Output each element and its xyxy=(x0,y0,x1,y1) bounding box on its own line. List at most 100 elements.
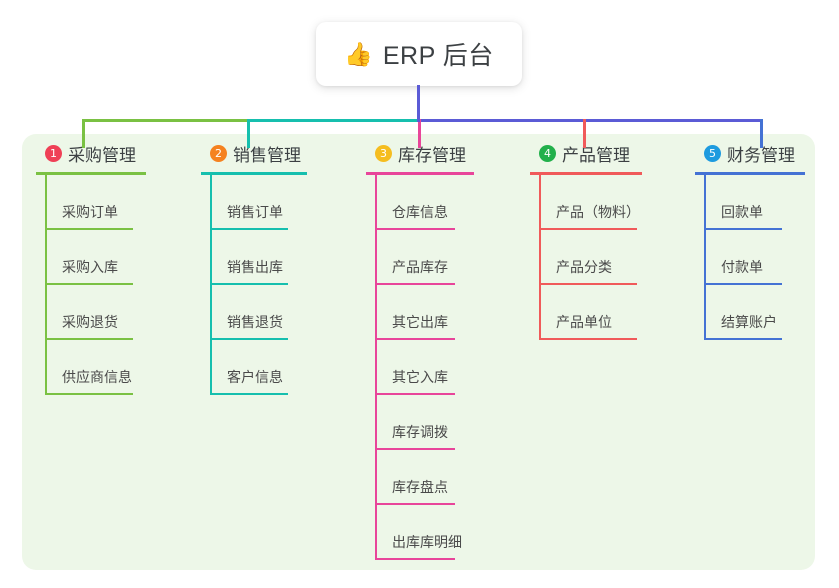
leaf-label: 销售出库 xyxy=(227,259,283,275)
branch-spine xyxy=(704,175,706,340)
branch-drop-1 xyxy=(82,119,85,148)
leaf-node[interactable]: 客户信息 xyxy=(201,340,319,395)
leaf-label: 库存调拨 xyxy=(392,424,448,440)
leaf-rule xyxy=(210,338,288,340)
leaf-label: 供应商信息 xyxy=(62,369,132,385)
leaf-rule xyxy=(704,283,782,285)
leaf-rule xyxy=(45,283,133,285)
branch-rule xyxy=(366,172,474,175)
branch-spine xyxy=(210,175,212,395)
leaf-label: 其它出库 xyxy=(392,314,448,330)
leaf-rule xyxy=(539,338,637,340)
leaf-node[interactable]: 销售出库 xyxy=(201,230,319,285)
branch-rule xyxy=(695,172,805,175)
branch-rule xyxy=(201,172,307,175)
leaf-rule xyxy=(539,283,637,285)
branch-column-2: 2 销售管理销售订单销售出库销售退货客户信息 xyxy=(201,140,319,395)
leaf-label: 出库库明细 xyxy=(392,534,462,550)
leaf-node[interactable]: 出库库明细 xyxy=(366,505,482,560)
branch-title: 产品管理 xyxy=(562,145,630,165)
branch-title: 采购管理 xyxy=(68,145,136,165)
leaf-label: 采购退货 xyxy=(62,314,118,330)
leaf-rule xyxy=(210,228,288,230)
branch-title: 销售管理 xyxy=(233,145,301,165)
leaf-rule xyxy=(704,338,782,340)
branch-number-badge: 3 xyxy=(375,144,392,162)
branch-drop-5 xyxy=(760,119,763,148)
leaf-node[interactable]: 销售退货 xyxy=(201,285,319,340)
leaf-rule xyxy=(375,448,455,450)
leaf-label: 客户信息 xyxy=(227,369,283,385)
leaf-rule xyxy=(210,393,288,395)
leaf-node[interactable]: 库存盘点 xyxy=(366,450,482,505)
root-title: ERP 后台 xyxy=(382,42,494,70)
leaf-node[interactable]: 付款单 xyxy=(695,230,810,285)
leaf-node[interactable]: 其它入库 xyxy=(366,340,482,395)
root-trunk-line xyxy=(417,85,420,122)
leaf-label: 仓库信息 xyxy=(392,204,448,220)
branch-items: 产品（物料） 产品分类产品单位 xyxy=(530,175,652,340)
leaf-label: 其它入库 xyxy=(392,369,448,385)
leaf-rule xyxy=(375,283,455,285)
thumbs-up-icon: 👍 xyxy=(344,40,373,67)
leaf-rule xyxy=(375,503,455,505)
leaf-label: 产品分类 xyxy=(556,259,612,275)
leaf-label: 产品（物料） xyxy=(556,204,640,220)
branch-items: 销售订单销售出库销售退货客户信息 xyxy=(201,175,319,395)
leaf-node[interactable]: 产品库存 xyxy=(366,230,482,285)
leaf-rule xyxy=(539,228,637,230)
leaf-rule xyxy=(45,338,133,340)
leaf-rule xyxy=(375,393,455,395)
branch-spine xyxy=(45,175,47,395)
bus-segment-3 xyxy=(418,119,586,122)
leaf-node[interactable]: 产品单位 xyxy=(530,285,652,340)
leaf-rule xyxy=(704,228,782,230)
leaf-node[interactable]: 产品（物料） xyxy=(530,175,652,230)
branch-spine xyxy=(375,175,377,560)
leaf-node[interactable]: 仓库信息 xyxy=(366,175,482,230)
root-node[interactable]: 👍 ERP 后台 xyxy=(316,22,522,86)
leaf-node[interactable]: 采购入库 xyxy=(36,230,160,285)
branch-items: 仓库信息产品库存其它出库其它入库库存调拨库存盘点出库库明细 xyxy=(366,175,482,560)
branch-drop-3 xyxy=(418,119,421,148)
leaf-label: 销售订单 xyxy=(227,204,283,220)
leaf-label: 销售退货 xyxy=(227,314,283,330)
leaf-label: 采购入库 xyxy=(62,259,118,275)
branch-spine xyxy=(539,175,541,340)
leaf-node[interactable]: 回款单 xyxy=(695,175,810,230)
branch-drop-2 xyxy=(247,119,250,148)
bus-segment-1 xyxy=(82,119,250,122)
leaf-rule xyxy=(45,393,133,395)
branch-rule xyxy=(530,172,642,175)
branch-header-2[interactable]: 2 销售管理 xyxy=(201,140,319,166)
branch-column-3: 3 库存管理仓库信息产品库存其它出库其它入库库存调拨库存盘点出库库明细 xyxy=(366,140,482,560)
leaf-node[interactable]: 供应商信息 xyxy=(36,340,160,395)
branch-number-badge: 5 xyxy=(704,144,721,162)
leaf-node[interactable]: 产品分类 xyxy=(530,230,652,285)
branch-header-3[interactable]: 3 库存管理 xyxy=(366,140,482,166)
leaf-label: 回款单 xyxy=(721,204,763,220)
branch-number-badge: 1 xyxy=(45,144,62,162)
leaf-node[interactable]: 库存调拨 xyxy=(366,395,482,450)
branch-number-badge: 2 xyxy=(210,144,227,162)
leaf-node[interactable]: 结算账户 xyxy=(695,285,810,340)
leaf-rule xyxy=(210,283,288,285)
leaf-node[interactable]: 其它出库 xyxy=(366,285,482,340)
leaf-node[interactable]: 采购退货 xyxy=(36,285,160,340)
leaf-rule xyxy=(375,558,455,560)
branch-header-1[interactable]: 1 采购管理 xyxy=(36,140,160,166)
branch-title: 库存管理 xyxy=(398,145,466,165)
leaf-label: 采购订单 xyxy=(62,204,118,220)
leaf-node[interactable]: 销售订单 xyxy=(201,175,319,230)
branch-column-1: 1 采购管理采购订单采购入库采购退货供应商信息 xyxy=(36,140,160,395)
leaf-node[interactable]: 采购订单 xyxy=(36,175,160,230)
branch-drop-4 xyxy=(583,119,586,148)
branch-items: 采购订单采购入库采购退货供应商信息 xyxy=(36,175,160,395)
bus-segment-4 xyxy=(583,119,763,122)
leaf-label: 结算账户 xyxy=(721,314,777,330)
branch-items: 回款单付款单结算账户 xyxy=(695,175,810,340)
leaf-label: 产品库存 xyxy=(392,259,448,275)
